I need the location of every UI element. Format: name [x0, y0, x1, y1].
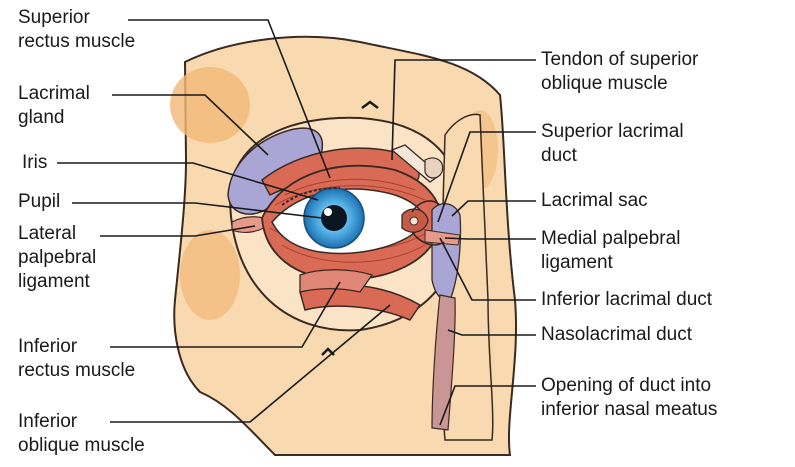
cheek-shade — [180, 230, 240, 320]
label-nasolacrimal-duct: Nasolacrimal duct — [541, 323, 692, 347]
label-inferior-lacrimal-duct: Inferior lacrimal duct — [541, 288, 712, 312]
label-iris: Iris — [22, 151, 47, 175]
pupil-shape — [321, 205, 347, 231]
label-pupil: Pupil — [18, 190, 60, 214]
label-lacrimal-sac: Lacrimal sac — [541, 189, 648, 213]
pupil-highlight — [324, 208, 332, 216]
temple-shade — [170, 67, 250, 143]
trochlea — [425, 158, 443, 178]
